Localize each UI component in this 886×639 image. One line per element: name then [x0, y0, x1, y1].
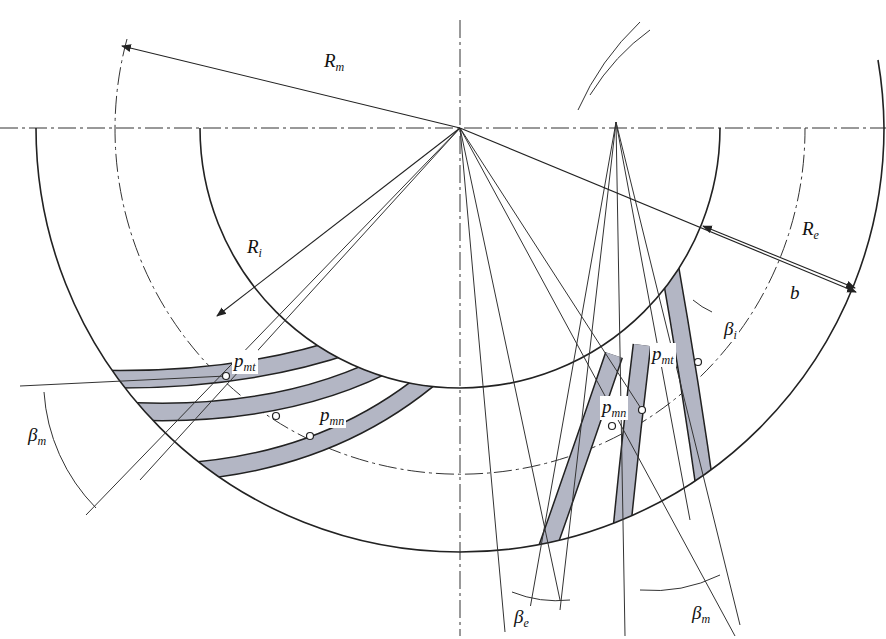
- angle-label: βi: [722, 318, 739, 342]
- subscript: e: [814, 228, 819, 242]
- subscript: mn: [330, 414, 345, 428]
- pitch-label: pmn: [318, 404, 346, 428]
- pitch-label: pmn: [600, 396, 628, 420]
- pitch-label: pmt: [650, 343, 676, 367]
- subscript: i: [259, 246, 262, 260]
- subscript: i: [733, 328, 736, 342]
- angle-label: βm: [690, 602, 712, 626]
- subscript: mn: [612, 406, 627, 420]
- subscript: m: [336, 60, 345, 74]
- radius-label: Re: [800, 218, 821, 242]
- angle-label: βe: [512, 606, 531, 630]
- subscript: mt: [662, 353, 674, 367]
- pitch-label: pmt: [232, 350, 258, 374]
- subscript: mt: [244, 360, 256, 374]
- radius-label: Rm: [322, 50, 346, 74]
- radius-label: Ri: [245, 236, 264, 260]
- angle-label: βm: [26, 424, 48, 448]
- subscript: m: [701, 612, 710, 626]
- subscript: m: [37, 434, 46, 448]
- width-label: b: [788, 282, 802, 303]
- subscript: e: [523, 616, 528, 630]
